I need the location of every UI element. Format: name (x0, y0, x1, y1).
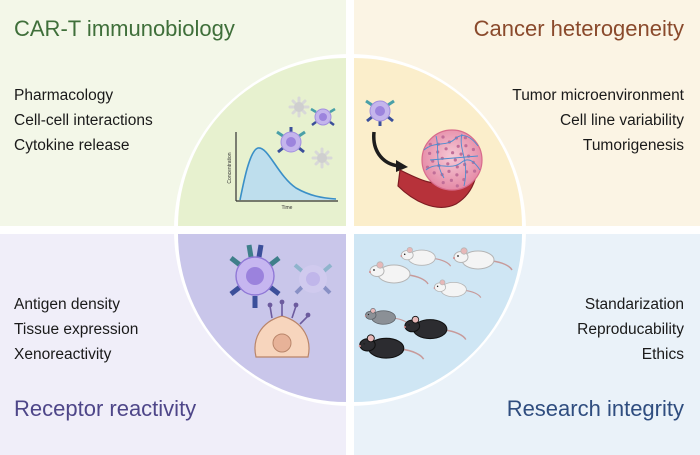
car-t-cell-faint-icon (293, 263, 333, 295)
list-receptor-reactivity: Antigen density Tissue expression Xenore… (14, 292, 138, 367)
tumor-cell-dot (447, 169, 451, 173)
list-item: Reproducability (577, 321, 684, 338)
plot-y-label: Concentration (227, 152, 233, 183)
tumor-cell-dot (455, 165, 459, 169)
car-t-cell-icon (229, 244, 281, 308)
mouse-icon (433, 279, 482, 298)
wedge-purple (178, 234, 346, 402)
tumor-cell-dot (432, 171, 436, 175)
mouse-icon (403, 315, 467, 341)
mouse-icon (369, 261, 429, 285)
tumor-cell-dot (428, 142, 432, 146)
cytokine-icon (288, 96, 310, 118)
list-item: Standarization (584, 296, 684, 313)
tumor-cell-dot (446, 162, 450, 166)
mice-group (358, 246, 513, 360)
car-t-cell-icon (276, 127, 306, 154)
list-item: Cell-cell interactions (14, 112, 153, 129)
tumor-cell-dot (463, 136, 467, 140)
list-item: Xenoreactivity (14, 346, 112, 363)
list-research-integrity: Standarization Reproducability Ethics (577, 292, 684, 367)
pk-plot: Concentration Time (227, 132, 338, 211)
list-item: Tissue expression (14, 321, 139, 338)
tumor-icon (421, 129, 483, 191)
mouse-icon (453, 247, 513, 271)
mouse-icon (400, 246, 452, 267)
list-item: Cytokine release (14, 137, 130, 154)
tumor-cell-dot (428, 151, 432, 155)
list-cancer-heterogeneity: Tumor microenvironment Cell line variabi… (512, 83, 684, 158)
list-car-t-immunobiology: Pharmacology Cell-cell interactions Cyto… (14, 83, 153, 158)
list-item: Tumor microenvironment (512, 87, 684, 104)
tumor-cell-dot (473, 169, 477, 173)
tumor-cell-dot (455, 184, 459, 188)
list-item: Pharmacology (14, 87, 114, 104)
target-cell-nucleus-icon (272, 333, 292, 353)
list-item: Cell line variability (559, 112, 684, 129)
tumor-cell-dot (441, 135, 445, 139)
arrowhead-icon (396, 160, 408, 172)
car-t-cell-icon (365, 99, 395, 126)
title-cancer-heterogeneity: Cancer heterogeneity (473, 16, 684, 41)
title-research-integrity: Research integrity (506, 396, 684, 421)
binding-scene (229, 244, 333, 358)
tumor-cell-dot (459, 152, 463, 156)
antigen-icon (269, 303, 309, 325)
title-receptor-reactivity: Receptor reactivity (14, 396, 197, 421)
tumor-cell-dot (451, 151, 455, 155)
list-item: Tumorigenesis (582, 137, 684, 154)
tumor-cell-dot (444, 147, 448, 151)
ring (174, 54, 526, 406)
tumor-cell-dot (456, 144, 460, 148)
list-item: Antigen density (14, 296, 120, 313)
list-item: Ethics (641, 346, 684, 363)
tumor-cell-dot (441, 181, 445, 185)
mouse-icon (358, 334, 425, 360)
plot-x-label: Time (282, 205, 293, 211)
mouse-icon (364, 308, 410, 326)
tumor-cell-dot (453, 158, 457, 162)
car-t-cell-icon (310, 107, 336, 126)
tumor-cell-dot (455, 173, 459, 177)
tumor-cell-dot (449, 178, 453, 182)
tumor-cell-dot (471, 147, 475, 152)
tumor-cell-dot (431, 159, 435, 163)
cytokine-icon (311, 147, 333, 169)
title-car-t-immunobiology: CAR-T immunobiology (14, 16, 235, 41)
tumor-cell-dot (464, 144, 468, 148)
